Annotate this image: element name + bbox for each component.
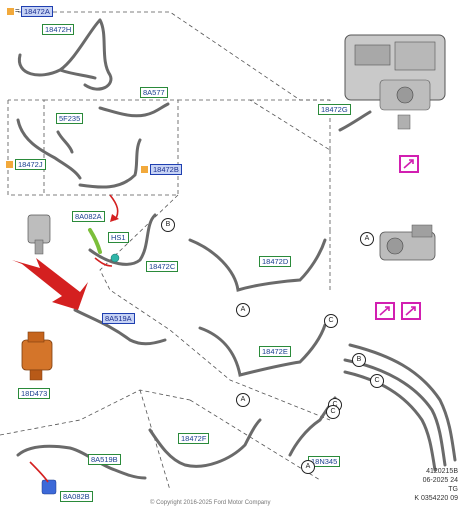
pump-assembly	[379, 224, 436, 261]
label-18472B: 18472B	[150, 164, 182, 175]
label-18472H: 18472H	[42, 24, 75, 35]
label-8A577: 8A577	[140, 87, 168, 98]
orange-marker-18472A	[7, 8, 14, 15]
footer-line-2: 06-2025 24	[422, 477, 458, 484]
hose-18472B	[78, 138, 142, 189]
label-18472D: 18472D	[259, 256, 292, 267]
red-arrow-small-3	[29, 461, 49, 483]
orange-marker-18472J	[6, 161, 13, 168]
callout-b-bundle: B	[352, 353, 366, 367]
red-arrows	[12, 194, 119, 483]
label-8A082B: 8A082B	[60, 491, 93, 502]
callout-a-bundle: A	[301, 460, 315, 474]
footer-line-1: 4120215B	[426, 468, 458, 475]
callout-a-18472E: A	[236, 393, 250, 407]
callout-a-18472D: A	[236, 303, 250, 317]
hose-5F235	[56, 130, 74, 154]
hose-8A519B	[16, 444, 147, 480]
hose-8A519A	[73, 308, 167, 346]
callout-c-18472D: C	[324, 314, 338, 328]
callout-a-pump: A	[360, 232, 374, 246]
label-18472C: 18472C	[146, 261, 179, 272]
label-8A082A: 8A082A	[72, 211, 105, 222]
hose-right-bundle-3	[343, 370, 437, 472]
label-5F235: 5F235	[56, 113, 84, 124]
hose-right-bundle	[348, 343, 457, 462]
legend-prefix: =	[15, 6, 20, 15]
label-18472E: 18472E	[259, 346, 291, 357]
blue-pump-8A082B	[41, 479, 57, 495]
footer-line-3: TG	[448, 486, 458, 493]
hs1-sensor	[88, 228, 120, 263]
label-18472G: 18472G	[318, 104, 351, 115]
hose-18472C	[88, 213, 157, 266]
hose-right-bundle-2	[343, 358, 447, 467]
magenta-tool-icon-1	[399, 155, 419, 173]
label-18472A: 18472A	[21, 6, 53, 17]
label-18472F: 18472F	[178, 433, 210, 444]
hose-8A577	[98, 102, 170, 118]
callout-b-18472C: B	[161, 218, 175, 232]
hose-18472J	[16, 118, 82, 180]
magenta-tool-icon-3	[401, 302, 421, 320]
label-8A519B: 8A519B	[88, 454, 121, 465]
footer-line-4: K 0354220 09	[414, 495, 458, 502]
label-18472J: 18472J	[15, 159, 46, 170]
dashed-group-outlines	[0, 11, 331, 491]
heater-18D473	[21, 331, 53, 381]
orange-marker-18472B	[141, 166, 148, 173]
hose-18472G	[338, 110, 372, 132]
red-arrow-small-2	[94, 257, 113, 267]
hose-18472D	[188, 238, 327, 292]
large-red-arrow	[12, 258, 88, 310]
callout-c-bundle: C	[370, 374, 384, 388]
left-valve	[27, 214, 51, 255]
hvac-unit	[344, 34, 446, 130]
label-18D473: 18D473	[18, 388, 51, 399]
copyright-text: © Copyright 2016-2025 Ford Motor Company	[150, 500, 271, 506]
callout-c-18N345: C	[326, 405, 340, 419]
hose-18472H	[17, 18, 113, 91]
hose-18472F	[148, 418, 262, 468]
label-HS1: HS1	[108, 232, 129, 243]
hose-18472E	[198, 323, 327, 377]
footer-ref: 4120215B 06-2025 24 TG K 0354220 09	[414, 467, 458, 503]
magenta-tool-icon-2	[375, 302, 395, 320]
label-8A519A: 8A519A	[102, 313, 135, 324]
